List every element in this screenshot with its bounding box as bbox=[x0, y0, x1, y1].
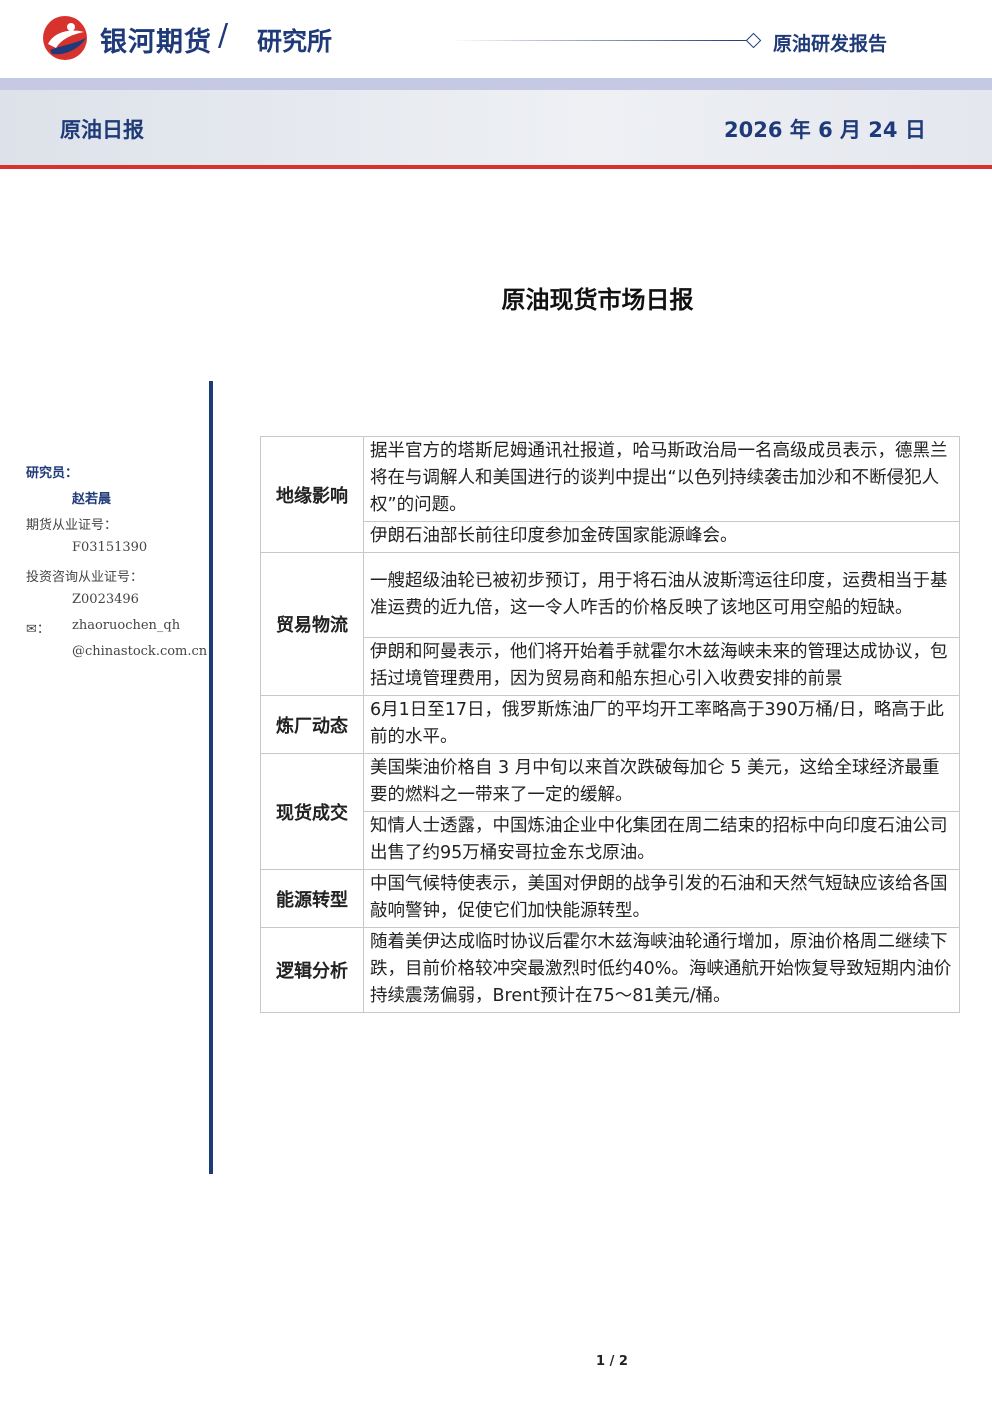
table-row: 现货成交 美国柴油价格自 3 月中旬以来首次跌破每加仑 5 美元，这给全球经济最… bbox=[260, 753, 960, 870]
news-item: 美国柴油价格自 3 月中旬以来首次跌破每加仑 5 美元，这给全球经济最重要的燃料… bbox=[363, 753, 960, 812]
email-label: ✉： bbox=[26, 622, 50, 637]
category-cell: 贸易物流 bbox=[260, 552, 364, 696]
news-item: 伊朗和阿曼表示，他们将开始着手就霍尔木兹海峡未来的管理达成协议，包括过境管理费用… bbox=[363, 637, 960, 696]
news-item: 中国气候特使表示，美国对伊朗的战争引发的石油和天然气短缺应该给各国敲响警钟，促使… bbox=[363, 869, 960, 928]
email-line-1[interactable]: zhaoruochen_qh bbox=[72, 618, 181, 633]
table-row: 伊朗石油部长前往印度参加金砖国家能源峰会。 bbox=[261, 521, 960, 553]
category-cell: 现货成交 bbox=[260, 753, 364, 870]
researcher-name: 赵若晨 bbox=[72, 492, 112, 507]
table-row: 贸易物流 一艘超级油轮已被初步预订，用于将石油从波斯湾运往印度，运费相当于基准运… bbox=[260, 552, 960, 696]
category-cell: 炼厂动态 bbox=[260, 695, 364, 754]
page-title: 原油现货市场日报 bbox=[501, 286, 694, 314]
news-item: 据半官方的塔斯尼姆通讯社报道，哈马斯政治局一名高级成员表示，德黑兰将在与调解人和… bbox=[363, 436, 960, 522]
news-item: 知情人士透露，中国炼油企业中化集团在周二结束的招标中向印度石油公司出售了约95万… bbox=[363, 811, 960, 870]
sidebar-divider bbox=[209, 381, 213, 1174]
brand-name: 银河期货 bbox=[100, 27, 212, 58]
header-band-lilac bbox=[0, 78, 992, 90]
category-cell: 能源转型 bbox=[260, 869, 364, 928]
news-item: 一艘超级油轮已被初步预订，用于将石油从波斯湾运往印度，运费相当于基准运费的近九倍… bbox=[363, 552, 960, 638]
page-number: 1 / 2 bbox=[596, 1354, 628, 1369]
table-row: 炼厂动态 6月1日至17日，俄罗斯炼油厂的平均开工率略高于390万桶/日，略高于… bbox=[260, 695, 960, 754]
table-row: 地缘影响 据半官方的塔斯尼姆通讯社报道，哈马斯政治局一名高级成员表示，德黑兰将在… bbox=[260, 436, 960, 553]
diamond-icon bbox=[745, 32, 762, 49]
header-decor-line bbox=[450, 40, 748, 41]
futures-cert-value: F03151390 bbox=[72, 540, 148, 555]
table-row: 知情人士透露，中国炼油企业中化集团在周二结束的招标中向印度石油公司出售了约95万… bbox=[261, 811, 960, 870]
category-cell: 逻辑分析 bbox=[260, 927, 364, 1013]
institute-name: 研究所 bbox=[257, 27, 333, 56]
email-line-2[interactable]: @chinastock.com.cn bbox=[72, 644, 208, 659]
table-row: 伊朗和阿曼表示，他们将开始着手就霍尔木兹海峡未来的管理达成协议，包括过境管理费用… bbox=[261, 637, 960, 696]
report-table: 地缘影响 据半官方的塔斯尼姆通讯社报道，哈马斯政治局一名高级成员表示，德黑兰将在… bbox=[260, 436, 960, 1013]
report-date: 2026 年 6 月 24 日 bbox=[724, 118, 926, 142]
table-row: 逻辑分析 随着美伊达成临时协议后霍尔木兹海峡油轮通行增加，原油价格周二继续下跌，… bbox=[260, 927, 960, 1013]
news-item: 随着美伊达成临时协议后霍尔木兹海峡油轮通行增加，原油价格周二继续下跌，目前价格较… bbox=[363, 927, 960, 1013]
daily-report-title: 原油日报 bbox=[60, 118, 144, 142]
news-item: 6月1日至17日，俄罗斯炼油厂的平均开工率略高于390万桶/日，略高于此前的水平… bbox=[363, 695, 960, 754]
header-red-line bbox=[0, 165, 992, 169]
header-band bbox=[0, 90, 992, 165]
futures-cert-label: 期货从业证号： bbox=[26, 518, 118, 533]
galaxy-logo-icon bbox=[43, 16, 87, 60]
news-item: 伊朗石油部长前往印度参加金砖国家能源峰会。 bbox=[363, 521, 960, 553]
category-cell: 地缘影响 bbox=[260, 436, 364, 553]
table-row: 能源转型 中国气候特使表示，美国对伊朗的战争引发的石油和天然气短缺应该给各国敲响… bbox=[260, 869, 960, 928]
header-separator: / bbox=[218, 18, 229, 53]
report-type: 原油研发报告 bbox=[773, 33, 888, 55]
consult-cert-label: 投资咨询从业证号： bbox=[26, 570, 144, 585]
consult-cert-value: Z0023496 bbox=[72, 592, 139, 607]
researcher-label: 研究员： bbox=[26, 466, 79, 481]
page-header: 银河期货 / 研究所 原油研发报告 bbox=[0, 0, 992, 78]
